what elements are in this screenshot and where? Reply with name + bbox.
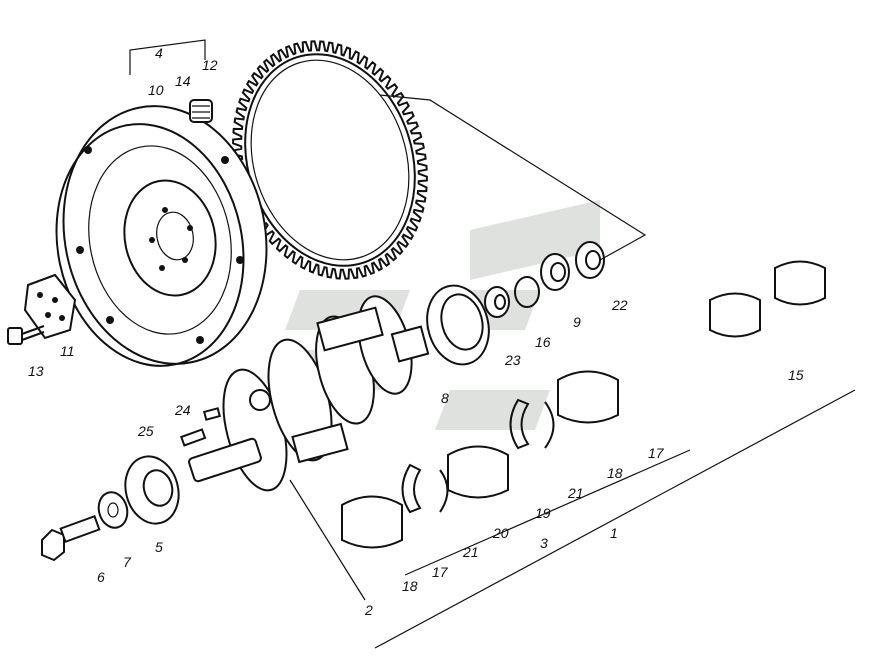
- label-9: 9: [573, 314, 581, 330]
- flywheel: [55, 105, 268, 367]
- lock-plate: [23, 273, 77, 340]
- label-22: 22: [611, 297, 628, 313]
- leader-lines: [129, 39, 856, 649]
- label-10: 10: [148, 82, 164, 98]
- label-2: 2: [364, 602, 373, 618]
- bearing-shells: [341, 260, 826, 549]
- woodruff-key: [202, 407, 222, 421]
- label-3: 3: [540, 535, 548, 551]
- label-24: 24: [174, 402, 191, 418]
- part-labels: 1 2 3 4 5 6 7 8 9 10 11 12 13 14 15 16 1…: [28, 45, 804, 618]
- spacer-bushing: [540, 253, 570, 291]
- label-18b: 18: [607, 465, 623, 481]
- pulley-washer: [97, 491, 129, 529]
- needle-bearing: [484, 286, 510, 318]
- crankshaft: [188, 295, 430, 492]
- label-1: 1: [610, 525, 618, 541]
- retaining-ring: [514, 276, 540, 308]
- rear-oil-seal: [426, 284, 490, 366]
- label-16: 16: [535, 334, 551, 350]
- label-19: 19: [535, 505, 551, 521]
- label-6: 6: [97, 569, 105, 585]
- label-8: 8: [441, 390, 449, 406]
- label-23: 23: [504, 352, 521, 368]
- label-5: 5: [155, 539, 163, 555]
- pulley-key: [180, 428, 207, 447]
- label-20: 20: [492, 525, 509, 541]
- pilot-bearing: [575, 241, 605, 279]
- label-25: 25: [137, 423, 154, 439]
- label-14: 14: [175, 73, 191, 89]
- thrust-rings: [401, 398, 555, 514]
- label-17b: 17: [648, 445, 665, 461]
- label-12: 12: [202, 57, 218, 73]
- front-hub: [124, 455, 180, 525]
- label-18a: 18: [402, 578, 418, 594]
- label-17a: 17: [432, 564, 449, 580]
- flywheel-bolt: [7, 325, 45, 345]
- dowel-pin: [189, 99, 213, 123]
- label-4: 4: [155, 45, 163, 61]
- label-13: 13: [28, 363, 44, 379]
- pulley-bolt: [41, 514, 101, 562]
- label-21a: 21: [462, 544, 479, 560]
- label-15: 15: [788, 367, 804, 383]
- label-21b: 21: [567, 485, 584, 501]
- label-7: 7: [123, 554, 132, 570]
- label-11: 11: [60, 343, 75, 359]
